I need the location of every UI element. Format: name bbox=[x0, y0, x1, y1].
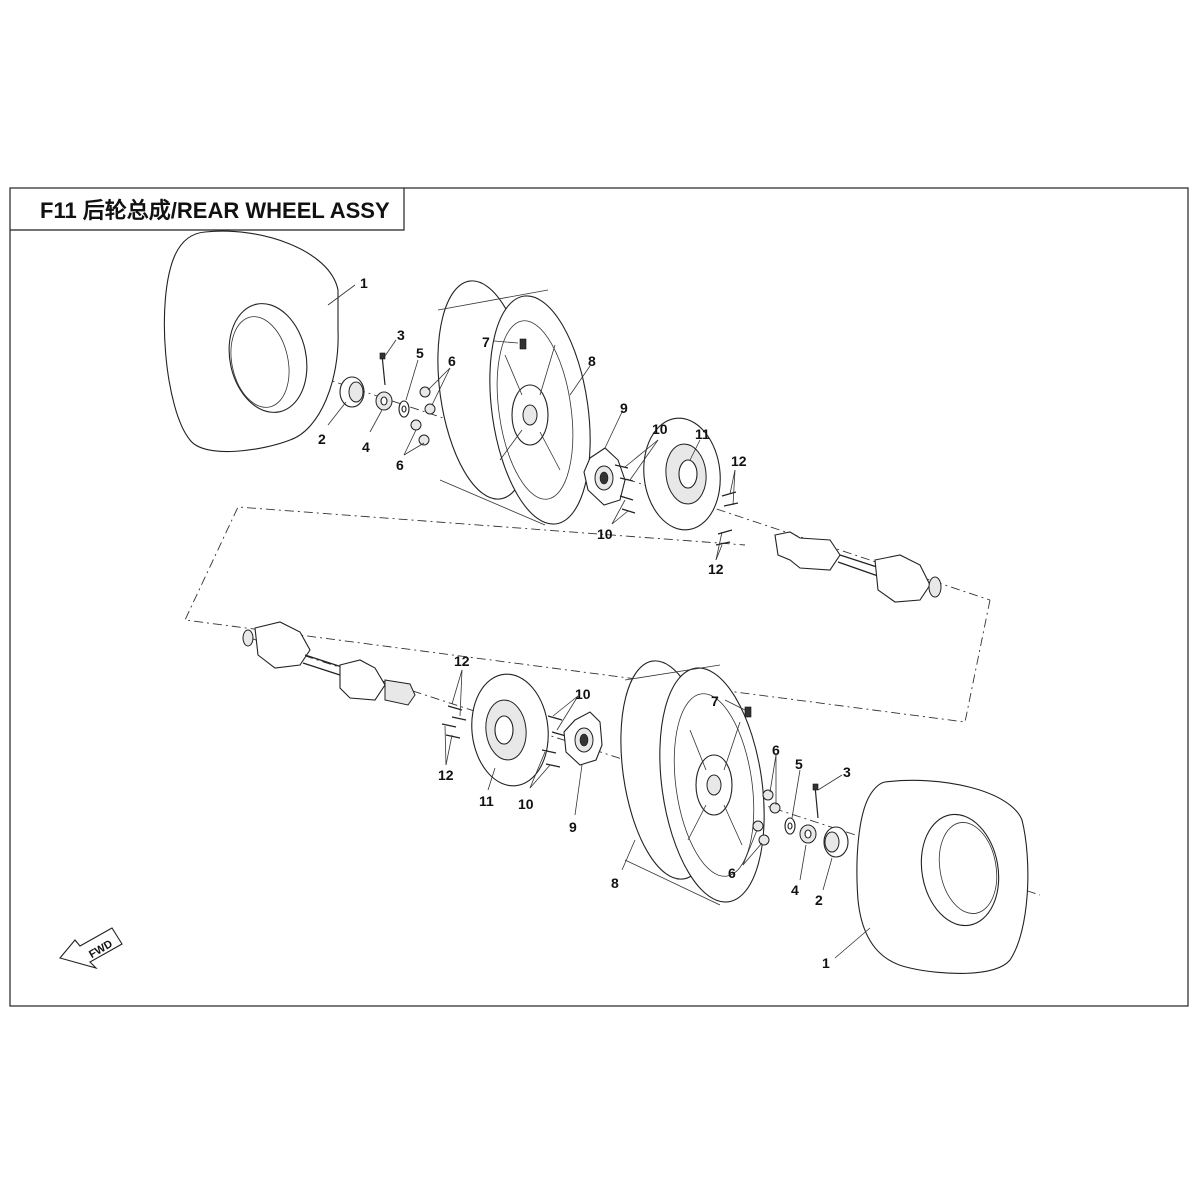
lower-wheel-hub bbox=[563, 711, 603, 766]
upper-tire bbox=[163, 230, 339, 453]
upper-wheel-hub bbox=[583, 447, 626, 506]
callout-hub-bolt: 10 bbox=[652, 421, 668, 437]
upper-hub-cap bbox=[339, 376, 365, 408]
callout-washer: 5 bbox=[795, 756, 803, 772]
upper-valve-stem bbox=[519, 338, 527, 350]
upper-brake-disc bbox=[643, 417, 721, 531]
lower-tire bbox=[856, 779, 1029, 975]
callout-lug-nut: 6 bbox=[396, 457, 404, 473]
callout-castle-nut: 4 bbox=[362, 439, 370, 455]
callout-disc-bolt: 12 bbox=[438, 767, 454, 783]
callout-lug-nut: 6 bbox=[772, 742, 780, 758]
upper-cotter-pin bbox=[379, 352, 386, 386]
lower-rim bbox=[620, 660, 765, 906]
callout-cotter-pin: 3 bbox=[397, 327, 405, 343]
callout-wheel-hub: 9 bbox=[569, 819, 577, 835]
callout-hub-bolt: 10 bbox=[597, 526, 613, 542]
upper-disc-bolts bbox=[715, 491, 739, 546]
callout-brake-disc: 11 bbox=[479, 793, 494, 809]
callout-washer: 5 bbox=[416, 345, 424, 361]
callout-tire: 1 bbox=[822, 955, 830, 971]
lower-castle-nut bbox=[799, 824, 817, 844]
callout-valve-stem: 7 bbox=[482, 334, 490, 350]
callout-wheel-hub: 9 bbox=[620, 400, 628, 416]
lower-hub-cap bbox=[823, 826, 849, 858]
callout-hub-bolt: 10 bbox=[575, 686, 591, 702]
lower-disc-bolts bbox=[441, 705, 467, 739]
callout-castle-nut: 4 bbox=[791, 882, 799, 898]
callout-valve-stem: 7 bbox=[711, 693, 719, 709]
callout-disc-bolt: 12 bbox=[731, 453, 747, 469]
lower-lug-nuts bbox=[752, 789, 781, 846]
callout-hub-cap: 2 bbox=[318, 431, 326, 447]
upper-lug-nuts bbox=[410, 386, 436, 446]
callout-disc-bolt: 12 bbox=[708, 561, 724, 577]
title-block-border bbox=[10, 188, 405, 231]
upper-drive-shaft bbox=[774, 531, 942, 603]
lower-callouts: 12 12 11 10 10 9 7 6 6 5 3 8 4 2 1 bbox=[438, 653, 851, 971]
callout-hub-cap: 2 bbox=[815, 892, 823, 908]
upper-castle-nut bbox=[375, 391, 393, 411]
lower-drive-shaft bbox=[242, 621, 416, 706]
lower-brake-disc bbox=[471, 673, 549, 787]
upper-callout-leaders bbox=[327, 284, 736, 561]
fwd-direction-arrow: FWD bbox=[59, 927, 123, 970]
upper-rim bbox=[437, 280, 591, 526]
callout-lug-nut: 6 bbox=[448, 353, 456, 369]
lower-cotter-pin bbox=[812, 783, 819, 819]
callout-rim: 8 bbox=[611, 875, 619, 891]
callout-lug-nut: 6 bbox=[728, 865, 736, 881]
lower-callout-leaders bbox=[444, 669, 871, 959]
diagram-title: F11 后轮总成/REAR WHEEL ASSY bbox=[40, 198, 390, 223]
lower-washer bbox=[784, 817, 796, 835]
callout-rim: 8 bbox=[588, 353, 596, 369]
diagram-frame bbox=[9, 187, 1189, 1007]
callout-brake-disc: 11 bbox=[695, 426, 710, 442]
lower-valve-stem bbox=[744, 706, 752, 718]
callout-disc-bolt: 12 bbox=[454, 653, 470, 669]
callout-tire: 1 bbox=[360, 275, 368, 291]
callout-cotter-pin: 3 bbox=[843, 764, 851, 780]
callout-hub-bolt: 10 bbox=[518, 796, 534, 812]
upper-callouts: 1 2 3 4 5 6 6 7 8 9 10 10 11 12 12 bbox=[318, 275, 747, 577]
lower-hub-bolts bbox=[541, 715, 567, 768]
upper-hub-bolts bbox=[614, 464, 636, 514]
upper-washer bbox=[398, 400, 410, 418]
